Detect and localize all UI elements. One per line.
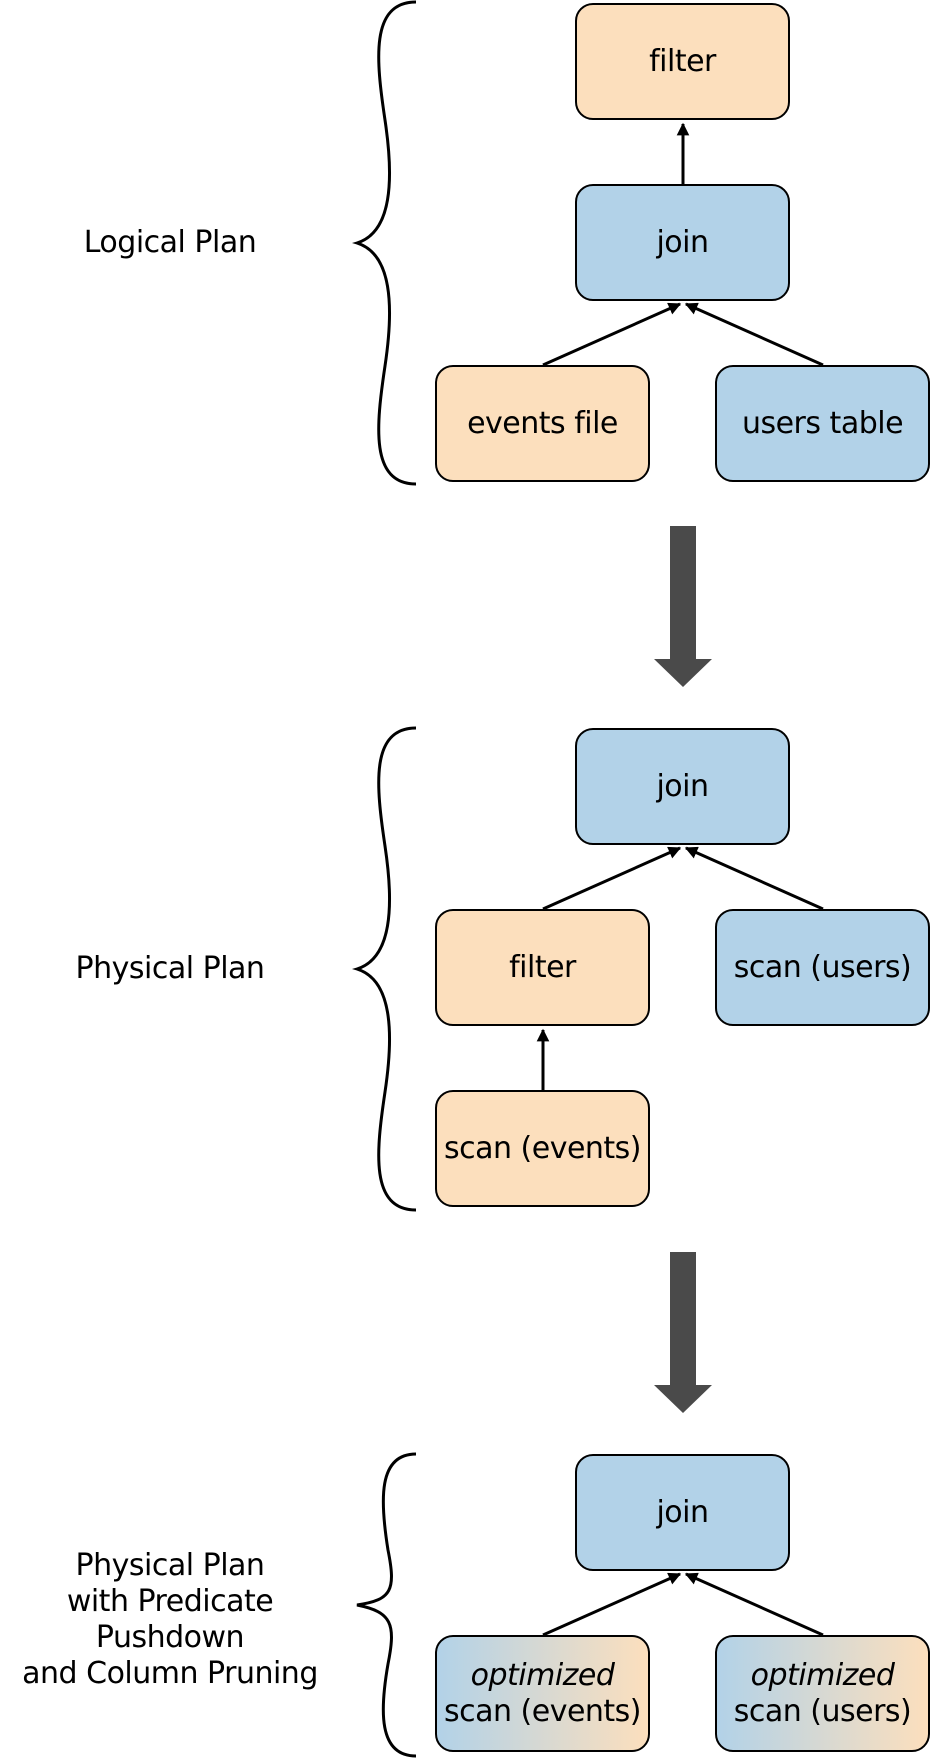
logical-users-table-node: users table <box>715 365 930 482</box>
logical-filter-label: filter <box>649 43 716 79</box>
brace-physical <box>352 726 417 1212</box>
section-label-optimized: Physical Plan with Predicate Pushdown an… <box>0 1548 340 1692</box>
optimized-scan-users-node: optimized scan (users) <box>715 1635 930 1752</box>
edge-opt-users-to-join <box>684 1572 824 1637</box>
edge-scanusers-to-join <box>684 846 824 911</box>
logical-join-label: join <box>656 224 709 260</box>
section-label-optimized-line-1: Physical Plan <box>75 1548 265 1583</box>
edge-filter-to-join <box>542 846 682 911</box>
edge-opt-events-to-join <box>542 1572 682 1637</box>
logical-users-table-label: users table <box>741 405 904 441</box>
physical-scan-events-node: scan (events) <box>435 1090 650 1207</box>
transition-arrow-2 <box>654 1252 712 1413</box>
physical-join-label: join <box>656 768 709 804</box>
physical-filter-node: filter <box>435 909 650 1026</box>
brace-optimized <box>356 1452 417 1758</box>
physical-scan-users-label: scan (users) <box>733 949 912 985</box>
transition-arrow-1 <box>654 526 712 687</box>
logical-events-file-label: events file <box>467 405 618 441</box>
optimized-scan-users-label: scan (users) <box>733 1693 912 1729</box>
edge-events-to-join <box>542 302 682 367</box>
optimized-scan-events-node: optimized scan (events) <box>435 1635 650 1752</box>
physical-join-node: join <box>575 728 790 845</box>
logical-join-node: join <box>575 184 790 301</box>
edge-users-to-join <box>684 302 824 367</box>
logical-filter-node: filter <box>575 3 790 120</box>
optimized-scan-events-qualifier: optimized <box>470 1657 615 1693</box>
optimized-scan-events-label: scan (events) <box>443 1693 642 1729</box>
optimized-join-node: join <box>575 1454 790 1571</box>
brace-logical <box>352 0 417 486</box>
section-label-optimized-line-3: and Column Pruning <box>22 1656 318 1691</box>
optimized-join-label: join <box>656 1494 709 1530</box>
section-label-logical: Logical Plan <box>83 225 257 260</box>
section-label-optimized-line-2: with Predicate Pushdown <box>66 1584 274 1655</box>
optimized-scan-users-qualifier: optimized <box>750 1657 895 1693</box>
section-label-physical: Physical Plan <box>75 951 265 986</box>
logical-events-file-node: events file <box>435 365 650 482</box>
physical-filter-label: filter <box>509 949 576 985</box>
physical-scan-events-label: scan (events) <box>443 1130 642 1166</box>
physical-scan-users-node: scan (users) <box>715 909 930 1026</box>
